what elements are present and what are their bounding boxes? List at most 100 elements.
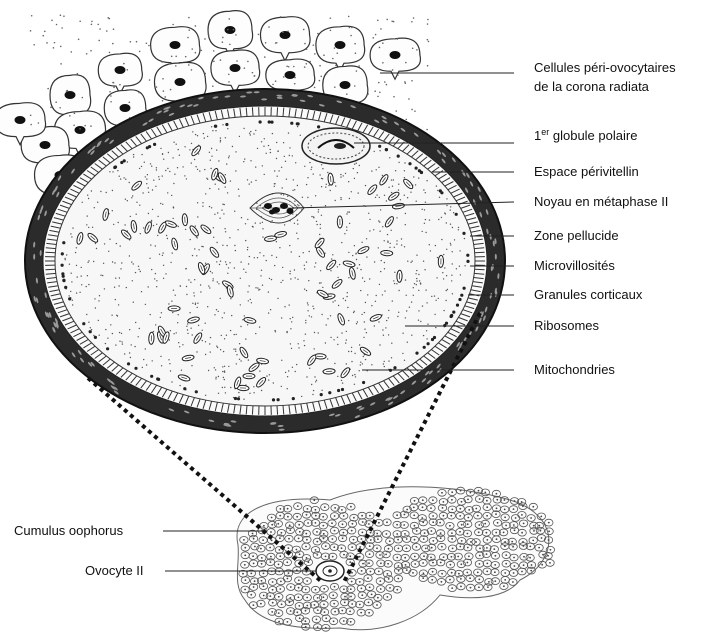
ribosome [389,247,390,248]
ribosome [210,168,211,169]
ribosome [241,217,242,218]
cumulus-cell-nucleus [478,586,480,588]
ribosome [404,360,405,361]
ribosome [268,312,269,313]
cumulus-cell-nucleus [333,620,335,622]
ribosome [446,222,447,223]
ribosome [150,163,151,164]
ribosome [266,260,267,261]
corona-dot [244,67,246,69]
ribosome [411,301,412,302]
ribosome [172,252,173,253]
ribosome [248,263,249,264]
ribosome [186,294,187,295]
ribosome [129,352,130,353]
corona-dot [161,61,163,63]
cumulus-cell-nucleus [431,579,433,581]
ribosome [371,364,372,365]
cumulus-cell-nucleus [352,523,354,525]
cumulus-cell-nucleus [486,506,488,508]
cumulus-cell-nucleus [368,523,370,525]
cumulus-cell-nucleus [467,523,469,525]
ribosome [201,246,202,247]
cumulus-cell-nucleus [244,554,246,556]
cumulus-cell-nucleus [451,587,453,589]
mitochondrion [168,306,180,311]
ribosome [260,275,261,276]
cumulus-cell-nucleus [305,589,307,591]
ribosome [269,374,270,375]
ribosome [312,306,313,307]
ribosome [131,261,132,262]
corona-dot [30,30,32,32]
ribosome [122,343,123,344]
cumulus-cell-nucleus [298,538,300,540]
ribosome [292,317,293,318]
ribosome [416,255,417,256]
ribosome [121,341,122,342]
ribosome [398,189,399,190]
ribosome [207,179,208,180]
cumulus-cell-nucleus [359,604,361,606]
corona-dot [61,27,63,29]
ribosome [291,251,292,252]
mitochondrion [328,173,334,185]
ribosome [143,227,144,228]
ribosome [230,180,231,181]
corona-dot [372,37,374,39]
corona-dot [162,78,164,80]
ribosome [217,212,218,213]
cumulus-cell-nucleus [397,539,399,541]
ribosome [181,370,182,371]
corona-dot [213,50,215,52]
ribosome [169,363,170,364]
ribosome [313,216,314,217]
ribosome [148,213,149,214]
corona-cell-nucleus [115,66,126,74]
ribosome [273,382,274,383]
corona-dot [228,74,230,76]
ribosome [346,296,347,297]
ribosome [418,320,419,321]
ribosome [270,152,271,153]
cumulus-cell-nucleus [253,563,255,565]
ribosome [424,223,425,224]
ribosome [366,238,367,239]
ribosome [64,258,65,259]
ribosome [443,278,444,279]
ribosome [153,180,154,181]
ribosome [346,339,347,340]
cumulus-cell-nucleus [288,538,290,540]
ribosome [152,209,153,210]
ribosome [130,357,131,358]
ribosome [224,204,225,205]
corona-dot [191,69,193,71]
cumulus-cell-nucleus [333,546,335,548]
ribosome [110,324,111,325]
cumulus-cell-nucleus [270,556,272,558]
cortical-granule [452,311,455,314]
ribosome [365,359,366,360]
cumulus-cell-nucleus [541,564,543,566]
ribosome [218,160,219,161]
ribosome [334,363,335,364]
ribosome [436,277,437,278]
mitochondrion [182,214,188,226]
ribosome [297,204,298,205]
cortical-granule [455,213,458,216]
ribosome [354,374,355,375]
ribosome [231,315,232,316]
ribosome [112,333,113,334]
ribosome [302,197,303,198]
ribosome [228,267,229,268]
ribosome [152,189,153,190]
ribosome [186,326,187,327]
cumulus-cell-nucleus [250,573,252,575]
ribosome [340,199,341,200]
ribosome [160,356,161,357]
ribosome [216,261,217,262]
label-globule-num: 1 [534,128,541,143]
cumulus-cell-nucleus [416,546,418,548]
ribosome [355,253,356,254]
ribosome [157,235,158,236]
